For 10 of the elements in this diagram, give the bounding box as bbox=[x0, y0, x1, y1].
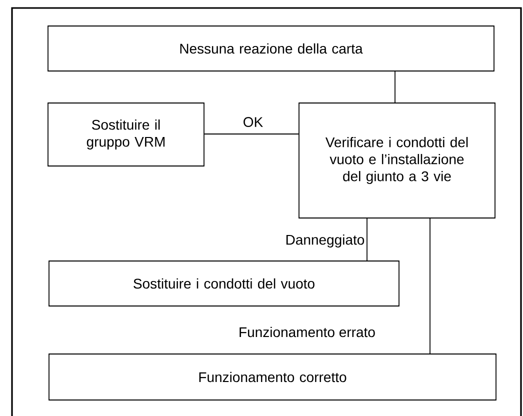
connector-line bbox=[366, 218, 368, 261]
process-box: Verificare i condotti del vuoto e l’installazione del giunto a 3 vie bbox=[298, 102, 496, 218]
process-box: Nessuna reazione della carta bbox=[48, 26, 494, 72]
edge-label: OK bbox=[242, 116, 264, 128]
edge-label: Danneggiato bbox=[284, 233, 366, 249]
process-box: Sostituire il gruppo VRM bbox=[48, 102, 204, 166]
process-box: Sostituire i condotti del vuoto bbox=[48, 260, 400, 306]
edge-label: Funzionamento errato bbox=[238, 326, 376, 338]
connector-line bbox=[394, 71, 396, 103]
process-box: Funzionamento corretto bbox=[48, 354, 496, 400]
